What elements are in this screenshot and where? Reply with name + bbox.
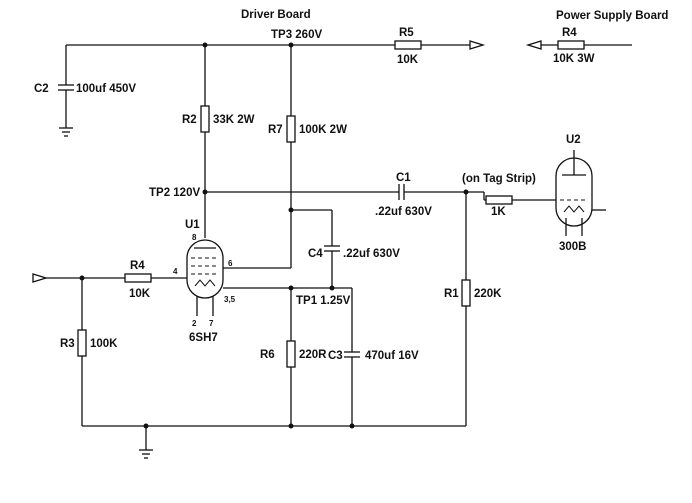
pin-6: 6: [228, 259, 233, 268]
ground-rail: [82, 423, 466, 450]
u2-ref: U2: [566, 134, 581, 146]
u1-tube: [186, 239, 352, 316]
pin-7: 7: [209, 319, 214, 328]
c2-ref: C2: [34, 83, 49, 95]
r3-ref: R3: [60, 338, 75, 350]
r6-value: 220R: [299, 349, 327, 361]
tp1-label: TP1 1.25V: [296, 295, 351, 307]
c1-value: .22uf 630V: [375, 206, 432, 218]
u2-value: 300B: [559, 241, 587, 253]
pin-4: 4: [173, 267, 178, 276]
r3-value: 100K: [90, 338, 118, 350]
r1-resistor: [461, 279, 471, 307]
r6-ref: R6: [260, 349, 275, 361]
tp3-label: TP3 260V: [271, 29, 322, 41]
r1-ref: R1: [444, 288, 459, 300]
r4-ref: R4: [130, 260, 145, 272]
r3-resistor: [77, 329, 87, 357]
r4-resistor: [124, 273, 152, 283]
pin-3-5: 3,5: [224, 295, 236, 304]
r4-psu-ref: R4: [562, 27, 577, 39]
c2-capacitor: [58, 45, 74, 128]
r2-value: 33K 2W: [213, 114, 255, 126]
r2-resistor: [200, 105, 210, 133]
r6-resistor: [286, 340, 296, 368]
r5-value: 10K: [397, 54, 419, 66]
r5-resistor: [394, 40, 422, 50]
r4-value: 10K: [129, 288, 151, 300]
c4-value: .22uf 630V: [343, 248, 400, 260]
r4-psu-value: 10K 3W: [553, 53, 595, 65]
input-connector-arrow: [32, 273, 49, 283]
r2-ref: R2: [182, 114, 197, 126]
driver-board-title: Driver Board: [241, 9, 311, 21]
main-ground-icon: [139, 449, 153, 459]
c1-capacitor: [398, 184, 405, 200]
pin-8: 8: [192, 233, 197, 242]
power-supply-board-title: Power Supply Board: [556, 10, 668, 22]
c4-capacitor: [324, 245, 340, 252]
r1-value: 220K: [474, 288, 502, 300]
grid-stopper-value: 1K: [491, 206, 506, 218]
u1-ref: U1: [185, 219, 200, 231]
tag-strip-note: (on Tag Strip): [462, 173, 536, 185]
c2-ground-icon: [59, 127, 73, 137]
pin-2: 2: [192, 319, 197, 328]
r7-resistor: [286, 115, 296, 143]
c1-ref: C1: [396, 172, 411, 184]
u1-value: 6SH7: [189, 332, 218, 344]
connector-arrow-driver: [469, 40, 486, 50]
c3-value: 470uf 16V: [365, 350, 419, 362]
tp2-label: TP2 120V: [149, 187, 200, 199]
r7-ref: R7: [268, 124, 283, 136]
c2-value: 100uf 450V: [76, 83, 136, 95]
c3-ref: C3: [328, 350, 343, 362]
u2-tube: [555, 150, 606, 236]
connector-arrow-psu: [525, 40, 542, 50]
grid-stopper-resistor: [485, 195, 513, 205]
r4-psu-resistor: [557, 40, 585, 50]
r7-value: 100K 2W: [299, 124, 347, 136]
r5-ref: R5: [399, 27, 414, 39]
c4-ref: C4: [308, 248, 323, 260]
c3-capacitor: [344, 351, 360, 358]
